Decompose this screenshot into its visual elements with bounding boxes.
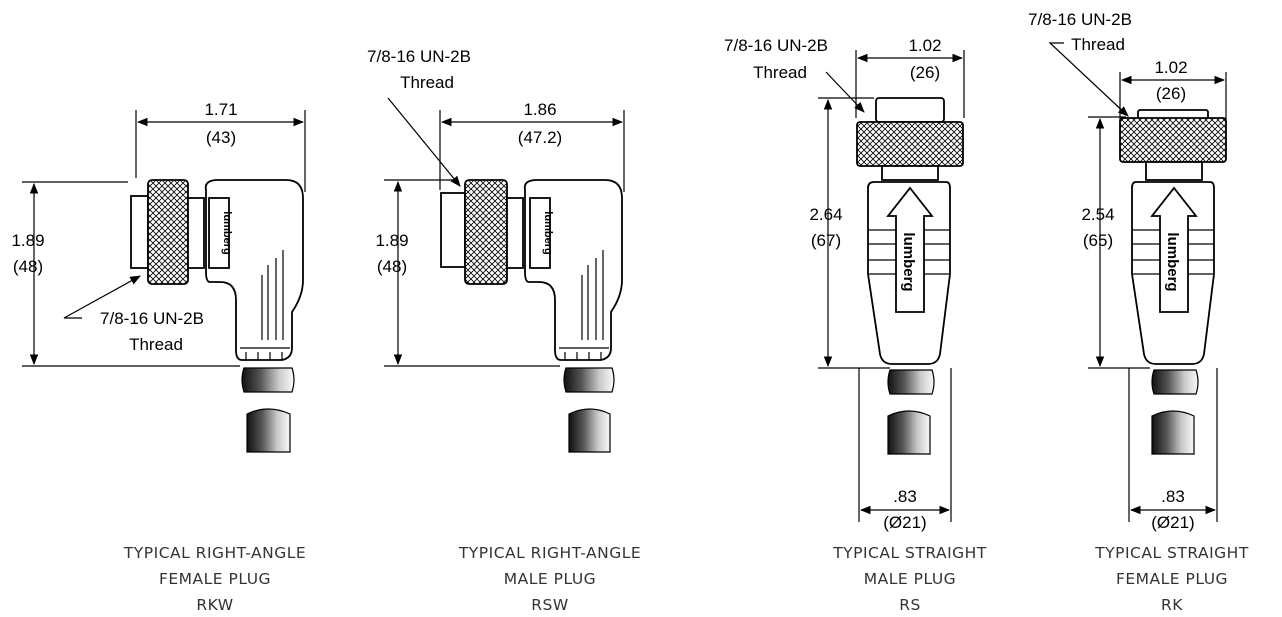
- height-inch-label: 1.89: [11, 231, 44, 250]
- width-inch-label: 1.02: [908, 36, 941, 55]
- cable-lower: [887, 410, 931, 455]
- caption-line-1: TYPICAL STRAIGHT: [1094, 544, 1249, 562]
- strain-relief-ribs: [559, 347, 609, 360]
- brand-plate: [208, 197, 230, 269]
- caption-line-2: FEMALE PLUG: [1116, 570, 1228, 588]
- brand-plate: [529, 197, 551, 269]
- knurled-coupling-nut: [1119, 117, 1227, 163]
- thread-size-label: 7/8-16 UN-2B: [367, 47, 471, 66]
- width-mm-label: (47.2): [518, 128, 562, 147]
- diameter-inch-label: .83: [1161, 487, 1185, 506]
- brand-label: lumberg: [1164, 232, 1181, 291]
- thread-size-label: 7/8-16 UN-2B: [100, 309, 204, 328]
- cable-lower: [1151, 410, 1195, 455]
- neck: [1145, 161, 1203, 181]
- caption-line-1: TYPICAL RIGHT-ANGLE: [123, 544, 306, 562]
- pin-insert: [440, 192, 466, 268]
- caption-line-1: TYPICAL RIGHT-ANGLE: [458, 544, 641, 562]
- neck: [506, 197, 524, 269]
- height-mm-label: (48): [13, 257, 43, 276]
- knurled-coupling-nut: [856, 121, 964, 167]
- height-inch-label: 1.89: [375, 231, 408, 250]
- thread-size-label: 7/8-16 UN-2B: [724, 36, 828, 55]
- caption-line-2: FEMALE PLUG: [159, 570, 271, 588]
- knurled-coupling-nut: [147, 179, 189, 285]
- caption-line-3: RKW: [196, 596, 233, 614]
- pin-insert: [875, 97, 945, 123]
- grip-ribs: [581, 250, 604, 340]
- height-mm-label: (48): [377, 257, 407, 276]
- cable-upper: [887, 369, 935, 395]
- knurled-coupling-nut: [464, 179, 508, 285]
- cable-upper: [241, 367, 295, 393]
- strain-relief-ribs: [240, 347, 290, 360]
- width-inch-label: 1.02: [1154, 58, 1187, 77]
- caption-line-2: MALE PLUG: [504, 570, 596, 588]
- thread-leader: [1048, 42, 1129, 117]
- height-inch-label: 2.54: [1081, 205, 1114, 224]
- cable-upper: [563, 367, 615, 393]
- brand-label: lumberg: [221, 211, 233, 254]
- diameter-inch-label: .83: [893, 487, 917, 506]
- thread-label: Thread: [1071, 35, 1125, 54]
- brand-arrow: [1150, 186, 1198, 313]
- diameter-mm-label: (Ø21): [1151, 513, 1194, 532]
- thread-label: Thread: [129, 335, 183, 354]
- width-inch-label: 1.86: [523, 100, 556, 119]
- height-mm-label: (67): [811, 231, 841, 250]
- caption-line-3: RS: [899, 596, 921, 614]
- caption-line-1: TYPICAL STRAIGHT: [832, 544, 987, 562]
- plug-rs: 1.02 (26) 2.64 (67) lumberg .83 (Ø21) 7/…: [724, 36, 987, 614]
- brand-label: lumberg: [900, 232, 917, 291]
- height-mm-label: (65): [1083, 231, 1113, 250]
- brand-arrow: [886, 186, 934, 313]
- socket-insert: [130, 195, 149, 269]
- thread-size-label: 7/8-16 UN-2B: [1028, 10, 1132, 29]
- thread-label: Thread: [400, 73, 454, 92]
- thread-label: Thread: [753, 63, 807, 82]
- plug-rk: 1.02 (26) 2.54 (65) lumberg .83 (Ø21) 7/…: [1028, 10, 1249, 614]
- neck: [881, 165, 939, 181]
- width-mm-label: (26): [1156, 84, 1186, 103]
- plug-rsw: 1.86 (47.2) 1.89 (48) lumberg 7/8-16 UN-…: [367, 47, 641, 614]
- right-angle-housing: [204, 179, 304, 361]
- diameter-mm-label: (Ø21): [883, 513, 926, 532]
- thread-leader: [825, 71, 865, 113]
- thread-leader: [63, 275, 141, 319]
- width-mm-label: (43): [206, 128, 236, 147]
- neck: [187, 197, 205, 269]
- caption-line-2: MALE PLUG: [864, 570, 956, 588]
- cable-lower: [568, 408, 611, 453]
- width-mm-label: (26): [910, 63, 940, 82]
- brand-label: lumberg: [542, 211, 554, 254]
- width-inch-label: 1.71: [204, 100, 237, 119]
- caption-line-3: RK: [1161, 596, 1183, 614]
- grip-ribs: [261, 250, 284, 340]
- thread-leader: [387, 97, 461, 187]
- height-inch-label: 2.64: [809, 205, 842, 224]
- cable-lower: [246, 408, 291, 453]
- caption-line-3: RSW: [531, 596, 568, 614]
- cable-upper: [1151, 369, 1199, 395]
- plug-rkw: 1.71 (43) 1.89 (48) lumberg 7/8-16 UN-2B…: [11, 100, 306, 614]
